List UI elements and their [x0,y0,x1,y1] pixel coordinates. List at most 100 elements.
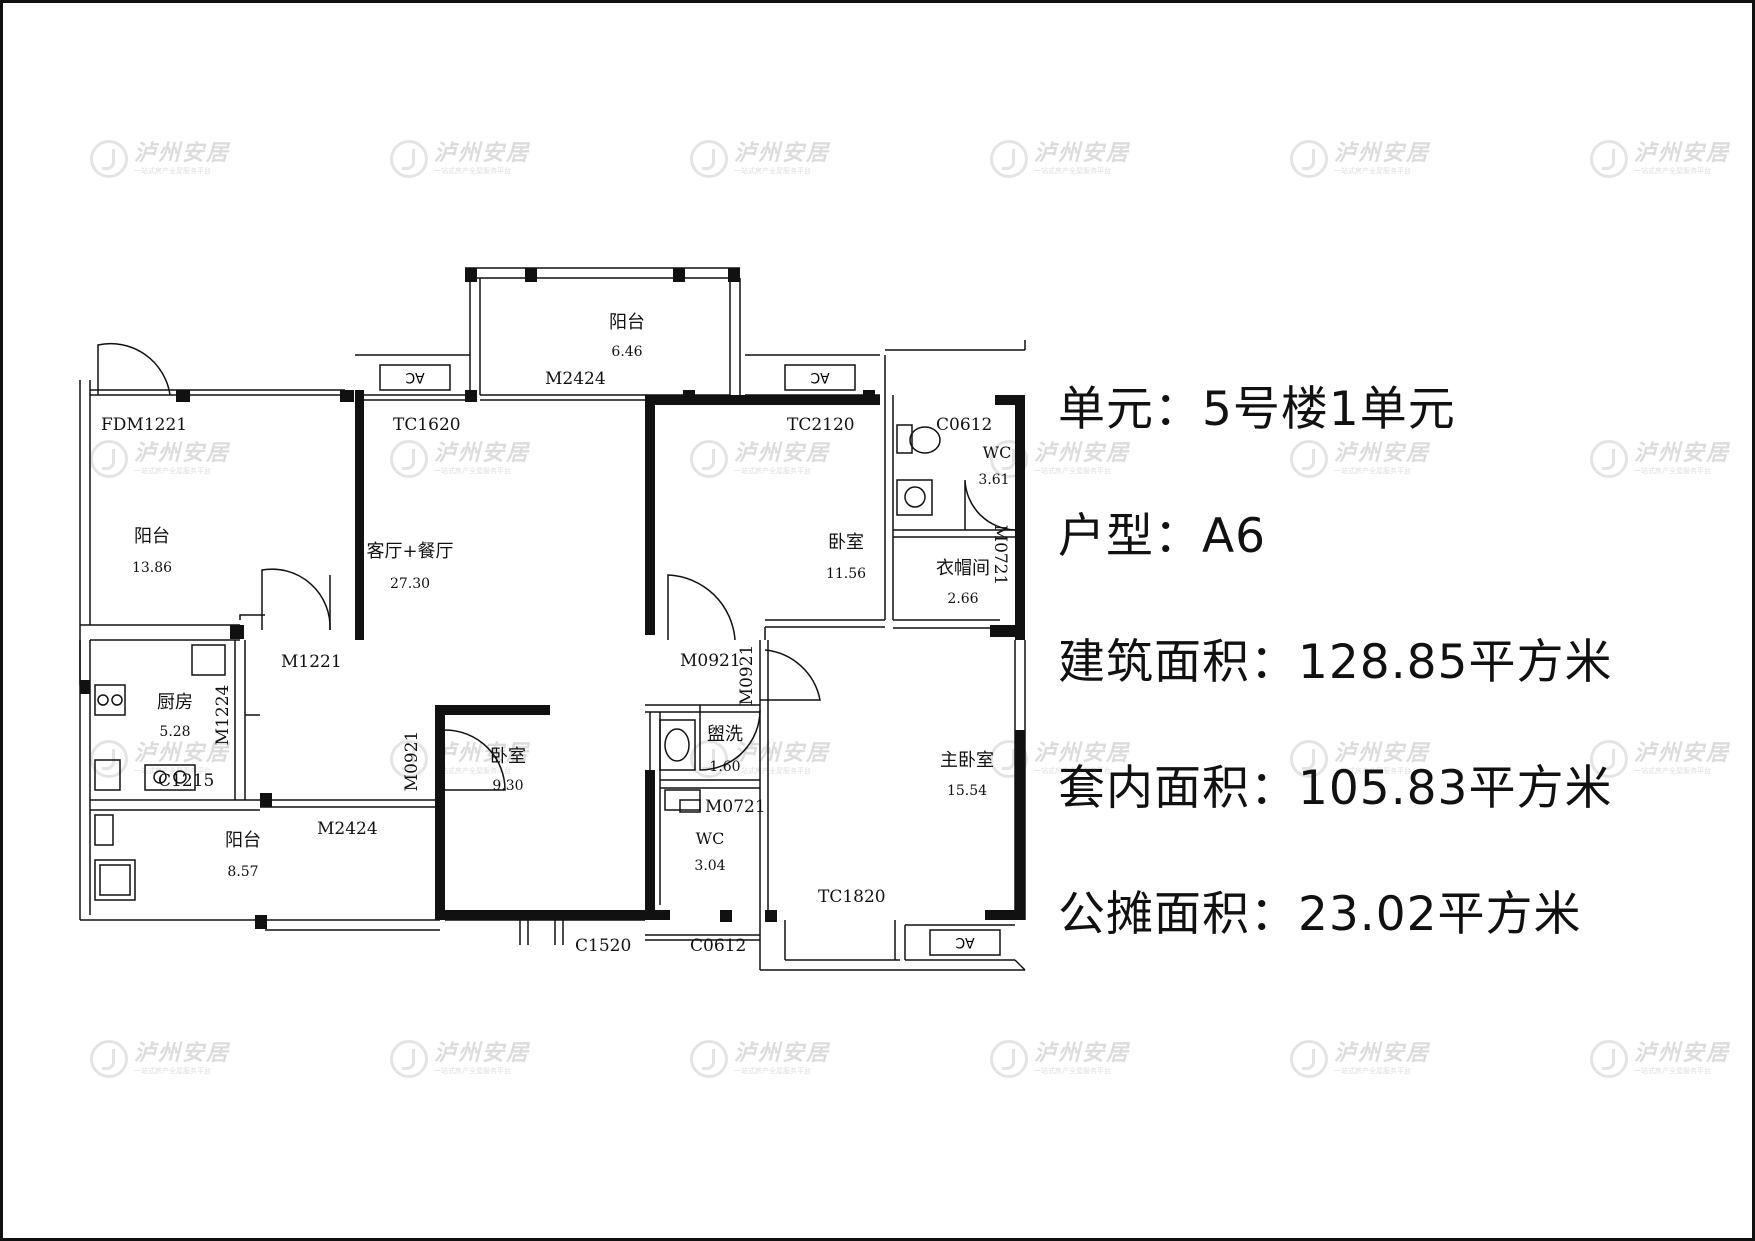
watermark: 泸州安居一站式房产全屋服务平台 [90,1040,230,1078]
watermark-text: 泸州安居一站式房产全屋服务平台 [734,743,830,775]
watermark-name: 泸州安居 [734,141,831,166]
ac-label: AC [810,369,829,385]
watermark-text: 泸州安居一站式房产全屋服务平台 [1334,1043,1430,1075]
room-area: 5.28 [159,724,190,740]
watermark: 泸州安居一站式房产全屋服务平台 [1590,1040,1730,1078]
room-area: 3.61 [978,472,1009,488]
watermark-logo-icon [690,140,728,178]
shared-area-info: 公摊面积：23.02平方米 [1058,887,1582,942]
watermark: 泸州安居一站式房产全屋服务平台 [690,440,830,478]
watermark-sub: 一站式房产全屋服务平台 [434,467,511,475]
watermark-logo-icon [1590,740,1628,778]
watermark-text: 泸州安居一站式房产全屋服务平台 [134,1043,230,1075]
room-name: 阳台 [225,830,261,851]
watermark-logo-icon [990,740,1028,778]
watermark-sub: 一站式房产全屋服务平台 [1034,767,1111,775]
door-label: M0721 [990,525,1010,586]
room-area: 1.60 [709,759,740,775]
watermark-logo-icon [990,1040,1028,1078]
toilet-icon [909,426,941,454]
watermark-name: 泸州安居 [1034,1041,1131,1066]
watermark-text: 泸州安居一站式房产全屋服务平台 [1034,143,1130,175]
room-area: 8.57 [227,864,258,880]
watermark-logo-icon [1290,740,1328,778]
door-label: M0921 [402,731,422,792]
watermark-name: 泸州安居 [734,741,831,766]
opening-labels: FDM1221 M2424 TC1620 TC2120 C0612 M0721 … [101,369,1010,956]
watermark-sub: 一站式房产全屋服务平台 [1034,1067,1111,1075]
watermark-sub: 一站式房产全屋服务平台 [134,767,211,775]
watermark-name: 泸州安居 [134,141,231,166]
fixtures [94,364,1001,956]
watermark-logo-icon [990,440,1028,478]
door-label: M0921 [680,651,741,671]
watermark: 泸州安居一站式房产全屋服务平台 [1590,140,1730,178]
watermark-name: 泸州安居 [434,1041,531,1066]
watermark-text: 泸州安居一站式房产全屋服务平台 [1634,743,1730,775]
watermark-sub: 一站式房产全屋服务平台 [734,1067,811,1075]
watermark-text: 泸州安居一站式房产全屋服务平台 [134,443,230,475]
watermark-sub: 一站式房产全屋服务平台 [734,467,811,475]
door-label: M1221 [281,652,342,672]
watermark: 泸州安居一站式房产全屋服务平台 [1590,440,1730,478]
window-label: TC1820 [818,887,886,907]
room-area: 13.86 [132,560,172,576]
watermark-sub: 一站式房产全屋服务平台 [1634,167,1711,175]
watermark-logo-icon [1590,440,1628,478]
watermark-text: 泸州安居一站式房产全屋服务平台 [1634,143,1730,175]
watermark-name: 泸州安居 [1334,441,1431,466]
watermark-text: 泸州安居一站式房产全屋服务平台 [1034,443,1130,475]
watermark-sub: 一站式房产全屋服务平台 [134,467,211,475]
watermark-sub: 一站式房产全屋服务平台 [734,767,811,775]
watermark-text: 泸州安居一站式房产全屋服务平台 [1334,143,1430,175]
basin-icon [896,479,933,516]
watermark-logo-icon [90,440,128,478]
room-area: 2.66 [947,591,978,607]
fridge [191,644,226,676]
watermark-text: 泸州安居一站式房产全屋服务平台 [1634,443,1730,475]
watermark-sub: 一站式房产全屋服务平台 [1034,167,1111,175]
watermark: 泸州安居一站式房产全屋服务平台 [390,1040,530,1078]
room-area: 3.04 [694,858,725,874]
ac-label: AC [405,369,424,385]
thin-walls [79,267,1026,971]
window-label: TC1620 [393,415,461,435]
watermark-name: 泸州安居 [734,441,831,466]
watermark: 泸州安居一站式房产全屋服务平台 [1290,1040,1430,1078]
room-name: 卧室 [490,746,526,767]
watermark-text: 泸州安居一站式房产全屋服务平台 [734,143,830,175]
watermark-logo-icon [1590,1040,1628,1078]
watermark-name: 泸州安居 [1334,741,1431,766]
room-area: 15.54 [947,783,987,799]
room-area: 6.46 [611,344,642,360]
watermark-name: 泸州安居 [434,441,531,466]
watermark-logo-icon [690,1040,728,1078]
watermark-sub: 一站式房产全屋服务平台 [1034,467,1111,475]
window-label: C1215 [158,771,214,791]
watermark-logo-icon [1290,1040,1328,1078]
watermark: 泸州安居一站式房产全屋服务平台 [690,1040,830,1078]
unit-info: 单元：5号楼1单元 [1058,382,1456,437]
watermark-name: 泸州安居 [1334,141,1431,166]
watermark-text: 泸州安居一站式房产全屋服务平台 [1034,1043,1130,1075]
watermark-text: 泸州安居一站式房产全屋服务平台 [1634,1043,1730,1075]
thick-walls [80,268,1025,929]
watermark-logo-icon [1290,140,1328,178]
watermark: 泸州安居一站式房产全屋服务平台 [990,740,1130,778]
door-swings [97,342,1016,791]
watermark-sub: 一站式房产全屋服务平台 [734,167,811,175]
watermark-sub: 一站式房产全屋服务平台 [1634,467,1711,475]
watermark: 泸州安居一站式房产全屋服务平台 [690,140,830,178]
watermark-text: 泸州安居一站式房产全屋服务平台 [1334,743,1430,775]
door-label: M2424 [545,369,606,389]
room-area: 11.56 [826,566,866,582]
inner-area-info: 套内面积：105.83平方米 [1058,761,1613,816]
watermark-sub: 一站式房产全屋服务平台 [1634,1067,1711,1075]
window-label: C1520 [575,936,631,956]
toilet-tank-icon [896,424,913,454]
watermark-name: 泸州安居 [1334,1041,1431,1066]
room-name: 客厅+餐厅 [366,541,453,562]
room-labels: 阳台 6.46 阳台 13.86 客厅+餐厅 27.30 卧室 11.56 WC… [132,312,1011,880]
watermark-logo-icon [690,740,728,778]
watermark: 泸州安居一站式房产全屋服务平台 [1590,740,1730,778]
